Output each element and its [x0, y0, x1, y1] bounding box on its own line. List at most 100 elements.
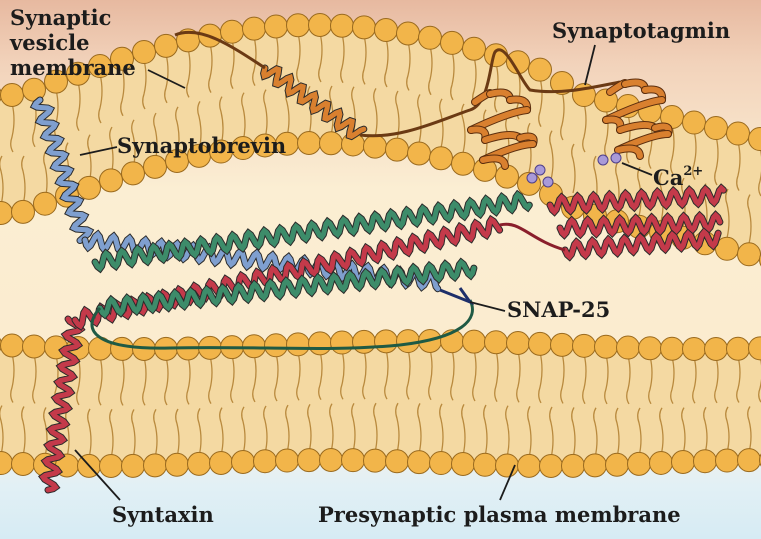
vesicle-tail [439, 98, 444, 148]
syntaxin-habc-helix-2-ribbon [557, 211, 723, 239]
plasma-head [286, 332, 310, 357]
plasma-tail [736, 356, 741, 403]
plasma-tail [241, 406, 246, 455]
plasma-tail [659, 407, 664, 456]
plasma-tail [428, 348, 433, 401]
vesicle-tail [318, 32, 323, 83]
label-calcium-charge: 2+ [683, 164, 704, 179]
synaptotagmin-tm-helix-ribbon [261, 65, 367, 140]
plasma-head [693, 449, 717, 474]
label-vesicle-line-2: vesicle [10, 30, 90, 55]
plasma-tail [76, 355, 81, 406]
plasma-tail [142, 356, 147, 406]
synaptobrevin-tm-helix-ribbon [31, 97, 93, 244]
plasma-head [649, 450, 673, 475]
vesicle-tail [582, 102, 587, 153]
synaptotagmin-c2a-domain-strand [480, 155, 508, 169]
vesicle-head [99, 168, 123, 193]
plasma-tail [670, 356, 675, 404]
plasma-head [110, 336, 134, 361]
vesicle-tail [76, 81, 81, 132]
plasma-tail [648, 356, 653, 405]
leader-syntaxin [74, 449, 121, 501]
vesicle-head [484, 43, 508, 68]
vesicle-head [297, 131, 321, 156]
plasma-head [121, 453, 145, 478]
plasma-tail [175, 408, 180, 458]
plasma-tail [747, 406, 752, 453]
plasma-head [616, 335, 640, 360]
syntaxin-habc-helix-3-ribbon [562, 228, 721, 261]
plasma-tail [637, 407, 642, 457]
vesicle-tail [758, 146, 761, 197]
vesicle-tail [43, 150, 48, 200]
plasma-tail [362, 349, 367, 400]
vesicle-head [385, 137, 409, 162]
vesicle-head [528, 57, 552, 82]
vesicle-tail [0, 155, 4, 206]
vesicle-head [396, 21, 420, 46]
plasma-head [319, 448, 343, 473]
plasma-tail [208, 355, 213, 405]
label-plasma-membrane: Presynaptic plasma membrane [318, 502, 681, 527]
plasma-head [715, 448, 739, 473]
vesicle-tail [692, 130, 697, 180]
plasma-head [451, 451, 475, 476]
plasma-head [275, 448, 299, 473]
vesicle-tail [571, 143, 576, 194]
vesicle-tail [175, 106, 180, 157]
vesicle-tail [219, 96, 224, 146]
snap25-helix-1-ribbon [92, 191, 532, 272]
vesicle-tail [10, 102, 15, 153]
plasma-tail [538, 351, 543, 404]
vesicle-head [330, 13, 354, 38]
vesicle-head [682, 110, 706, 135]
syntaxin-habc-helix-1-ribbon [547, 184, 726, 216]
vesicle-tail [340, 33, 345, 84]
plasma-tail [219, 407, 224, 456]
vesicle-tail [142, 59, 147, 110]
plasma-head [374, 329, 398, 354]
vesicle-tail [549, 130, 554, 180]
synaptotagmin-tm-helix [260, 64, 368, 141]
vesicle-head [726, 121, 750, 146]
vesicle-head [418, 25, 442, 50]
vesicle-tail [384, 37, 389, 88]
plasma-tail [32, 354, 37, 404]
plasma-head [264, 333, 288, 358]
plasma-tail [186, 356, 191, 405]
plasma-tail [516, 350, 521, 403]
plasma-tail [21, 406, 26, 456]
plasma-tail [461, 404, 466, 456]
vesicle-head [363, 134, 387, 159]
plasma-head [0, 333, 24, 358]
syntaxin-habc-helix-1 [546, 183, 727, 217]
vesicle-tail [87, 134, 92, 184]
synaptotagmin-c2a-domain [467, 88, 538, 170]
plasma-head [682, 336, 706, 361]
calcium-ion [534, 164, 546, 176]
vesicle-tail [21, 155, 26, 206]
vesicle-head [748, 127, 761, 152]
vesicle-tail [164, 53, 169, 104]
syntaxin-habc-helix-3 [561, 227, 722, 262]
label-calcium-base: Ca [653, 165, 684, 190]
plasma-head [363, 448, 387, 473]
plasma-head [231, 450, 255, 475]
vesicle-head [44, 69, 68, 94]
calcium-ion [542, 176, 554, 188]
vesicle-tail [417, 94, 422, 144]
plasma-tail [252, 354, 257, 403]
vesicle-head [704, 116, 728, 141]
plasma-head [396, 329, 420, 354]
plasma-tail [87, 408, 92, 458]
plasma-lipid-heads [0, 329, 761, 478]
vesicle-head [429, 146, 453, 171]
vesicle-head [121, 161, 145, 186]
plasma-head [572, 333, 596, 358]
plasma-head [143, 453, 167, 478]
vesicle-tail [659, 172, 664, 222]
vesicle-head [220, 19, 244, 44]
plasma-tail [274, 353, 279, 402]
plasma-tail [285, 404, 290, 453]
